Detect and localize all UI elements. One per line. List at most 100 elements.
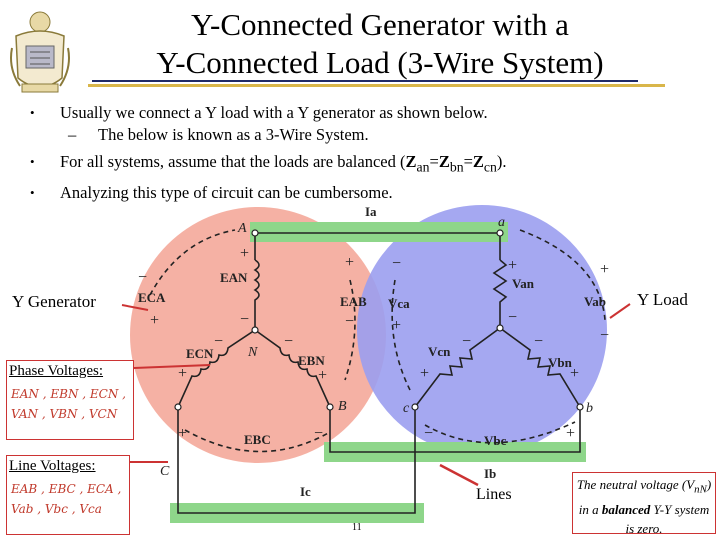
label-eca: ECA (138, 290, 166, 305)
note-sub: nN (694, 483, 707, 496)
wire-b (329, 407, 581, 453)
load-label: Y Load (635, 290, 690, 310)
polarity-plus: + (178, 425, 187, 442)
gen-coil-cn (177, 329, 256, 408)
polarity-plus: + (150, 312, 159, 329)
title-underline (92, 80, 638, 82)
generator-callout-line (121, 304, 149, 311)
polarity-minus: − (600, 327, 609, 344)
line-voltages-row-2: Vab , Vbc , Vca (11, 502, 102, 516)
bullet-2-z-an: Z (405, 152, 417, 171)
page-title: Y-Connected Generator with a Y-Connected… (60, 6, 700, 82)
polarity-plus: + (345, 254, 354, 271)
label-vbn: Vbn (548, 355, 573, 370)
polarity-plus: + (566, 425, 575, 442)
node-C: C (160, 464, 170, 479)
label-vca: Vca (388, 296, 410, 311)
arrow-ebc (184, 429, 331, 453)
arrow-vab (519, 229, 606, 321)
bullet-list: Usually we connect a Y load with a Y gen… (28, 100, 708, 206)
load-circle (357, 205, 607, 455)
arrow-vbc (424, 421, 576, 444)
bullet-2-eq1: = (429, 152, 439, 171)
bullet-2: For all systems, assume that the loads a… (28, 149, 708, 180)
polarity-plus: + (508, 257, 517, 274)
phase-voltages-row-1: EAN , EBN , ECN , (11, 387, 126, 401)
neutral-voltage-note: The neutral voltage (VnN) in a balanced … (572, 472, 716, 536)
bullet-2-bn: bn (449, 159, 464, 175)
generator-label: Y Generator (10, 292, 98, 312)
phase-callout-line (133, 364, 211, 369)
polarity-minus: − (284, 333, 293, 350)
polarity-minus: − (508, 309, 517, 326)
crest-logo-icon (10, 11, 70, 93)
load-res-an (492, 259, 508, 328)
note-bold: balanced (601, 501, 651, 517)
label-vcn: Vcn (428, 344, 451, 359)
title-line-1: Y-Connected Generator with a (191, 7, 569, 42)
node-a: a (498, 215, 505, 230)
polarity-plus: + (392, 317, 401, 334)
title-line-2: Y-Connected Load (3-Wire System) (156, 45, 604, 80)
gen-coil-an (253, 259, 260, 330)
bullet-1: Usually we connect a Y load with a Y gen… (28, 100, 708, 126)
bullet-2-pre: For all systems, assume that the loads a… (60, 152, 406, 171)
title-rule (88, 84, 665, 87)
page-number: 11 (352, 522, 362, 533)
bullet-2-z-cn: Z (472, 152, 484, 171)
circuit-diagram: A a N B C c b Ia Ib Ic EAN ECA EAB ECN E… (121, 204, 631, 523)
polarity-minus: − (138, 269, 147, 286)
generator-circle (130, 207, 386, 463)
polarity-minus: − (392, 255, 401, 272)
bullet-2-z-bn: Z (438, 152, 450, 171)
polarity-minus: − (424, 425, 433, 442)
node-N: N (247, 345, 258, 360)
polarity-plus: + (420, 365, 429, 382)
load-callout-line (609, 303, 631, 319)
polarity-minus: − (214, 333, 223, 350)
load-res-cn (414, 327, 501, 408)
polarity-plus: + (570, 365, 579, 382)
wire-c (177, 407, 416, 514)
bullet-2-cn: cn (483, 159, 497, 175)
current-ia: Ia (365, 204, 377, 219)
phase-voltages-box: Phase Voltages: EAN , EBN , ECN , VAN , … (6, 360, 134, 440)
lines-label: Lines (476, 486, 512, 503)
polarity-plus: + (178, 365, 187, 382)
bullet-2-an: an (416, 159, 430, 175)
bullet-1-sub: The below is known as a 3-Wire System. (28, 124, 708, 146)
label-vbc: Vbc (484, 433, 507, 448)
label-eab: EAB (340, 294, 367, 309)
current-ib: Ib (484, 466, 496, 481)
load-res-bn (499, 327, 581, 408)
polarity-plus: + (240, 245, 249, 262)
line-voltages-title: Line Voltages: (9, 458, 96, 474)
polarity-minus: − (345, 313, 354, 330)
label-van: Van (512, 276, 535, 291)
label-ean: EAN (220, 270, 248, 285)
lines-callout-line (439, 463, 479, 487)
bullet-2-eq2: = (463, 152, 473, 171)
polarity-plus: + (318, 367, 327, 384)
node-B: B (338, 399, 347, 414)
phase-voltages-title: Phase Voltages: (9, 363, 104, 379)
node-A: A (237, 221, 247, 236)
line-voltages-list: EAB , EBC , ECA , Vab , Vbc , Vca (7, 477, 129, 521)
gen-coil-bn (254, 329, 331, 408)
node-b: b (586, 401, 593, 416)
arrow-eab (149, 229, 236, 296)
current-ic: Ic (300, 484, 311, 499)
polarity-minus: − (462, 333, 471, 350)
label-vab: Vab (584, 294, 606, 309)
polarity-minus: − (314, 425, 323, 442)
arrow-vca (391, 279, 411, 391)
note-part-1: The neutral voltage (V (576, 477, 695, 492)
line-a-highlight (250, 222, 508, 242)
line-voltages-box: Line Voltages: EAB , EBC , ECA , Vab , V… (6, 455, 130, 535)
polarity-minus: − (240, 311, 249, 328)
line-voltages-row-1: EAB , EBC , ECA , (11, 482, 122, 496)
label-ecn: ECN (186, 346, 214, 361)
bullet-3: Analyzing this type of circuit can be cu… (28, 180, 708, 206)
polarity-minus: − (534, 333, 543, 350)
arrow-eca (344, 279, 356, 381)
